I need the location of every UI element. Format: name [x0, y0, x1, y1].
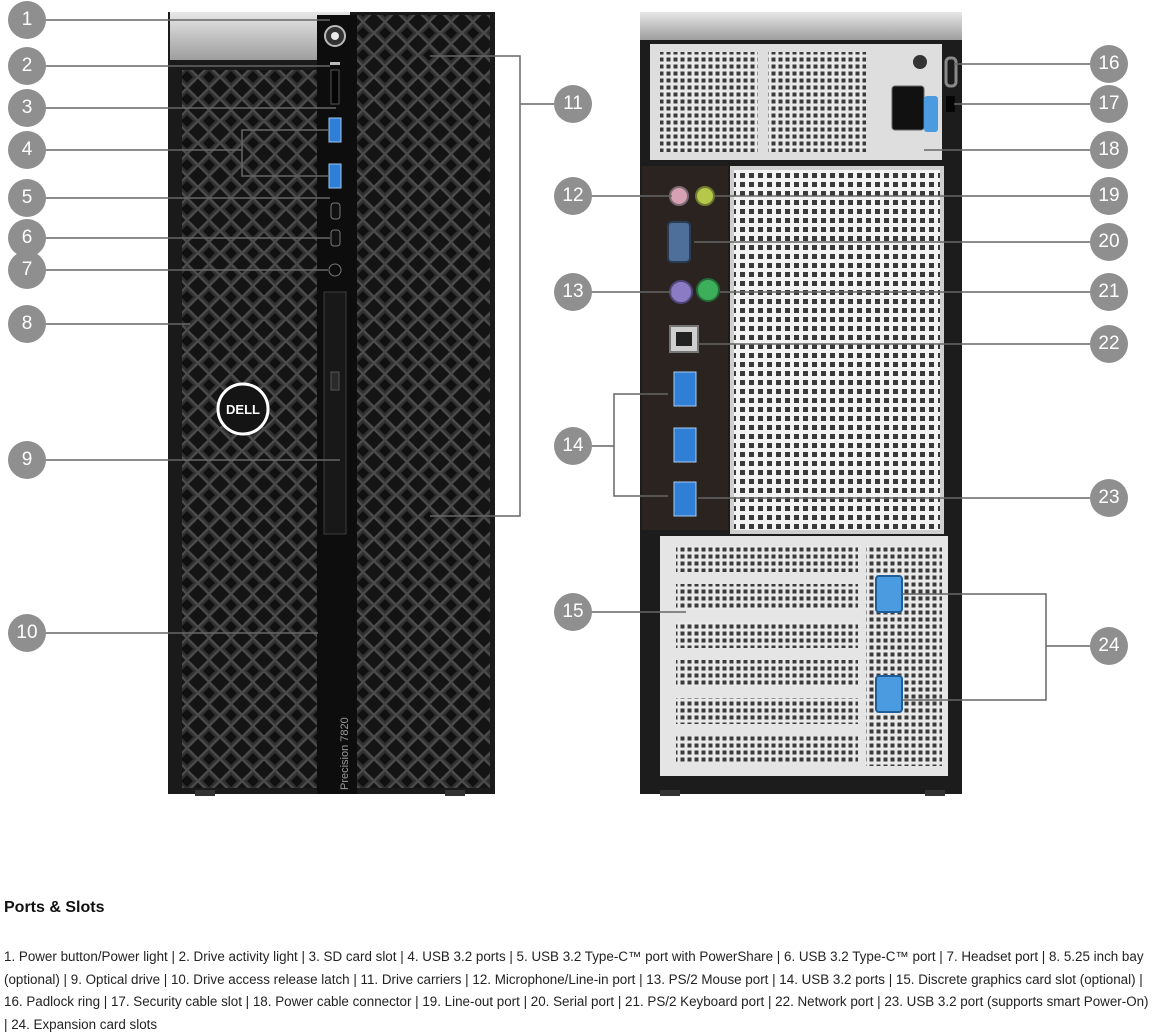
expansion-slot-cover[interactable]	[676, 622, 858, 648]
expansion-latch-top[interactable]	[876, 576, 902, 612]
network-port-socket	[676, 332, 692, 346]
callout-5: 5	[8, 179, 46, 217]
drive-access-latch[interactable]	[317, 620, 357, 642]
back-foot-right	[925, 790, 945, 796]
expansion-slot-cover[interactable]	[676, 584, 858, 610]
expansion-slot-cover[interactable]	[676, 736, 858, 762]
line-out-port[interactable]	[696, 187, 714, 205]
back-top-handle	[640, 12, 962, 40]
front-foot-left	[195, 790, 215, 796]
callout-13: 13	[554, 273, 592, 311]
callout-12: 12	[554, 177, 592, 215]
callout-16: 16	[1090, 45, 1128, 83]
usb-port-front-2[interactable]	[329, 164, 341, 188]
callout-11: 11	[554, 85, 592, 123]
expansion-slot-cover[interactable]	[676, 660, 858, 686]
ports-legend: 1. Power button/Power light | 2. Drive a…	[4, 946, 1154, 1036]
microphone-line-in-port[interactable]	[670, 187, 688, 205]
callout-1: 1	[8, 1, 46, 39]
front-mesh-right	[357, 15, 490, 788]
front-view: DELL Precision 7820	[168, 12, 495, 796]
usb-port-front-1[interactable]	[329, 118, 341, 142]
expansion-slot-cover[interactable]	[676, 698, 858, 724]
usb-c-powershare-port[interactable]	[331, 203, 340, 219]
callout-10: 10	[8, 614, 46, 652]
back-view	[640, 12, 962, 796]
callout-23: 23	[1090, 479, 1128, 517]
optical-drive-eject[interactable]	[331, 372, 339, 390]
callout-18: 18	[1090, 131, 1128, 169]
callout-2: 2	[8, 47, 46, 85]
callout-19: 19	[1090, 177, 1128, 215]
psu-fan-screw	[913, 55, 927, 69]
security-cable-slot[interactable]	[946, 96, 955, 112]
ps2-keyboard-port[interactable]	[697, 279, 719, 301]
front-foot-right	[445, 790, 465, 796]
expansion-latch-bottom[interactable]	[876, 676, 902, 712]
serial-port[interactable]	[668, 222, 690, 262]
usb-port-rear-2[interactable]	[674, 428, 696, 462]
usb-port-rear-1[interactable]	[674, 372, 696, 406]
section-title: Ports & Slots	[4, 899, 104, 917]
callout-3: 3	[8, 89, 46, 127]
back-foot-left	[660, 790, 680, 796]
drive-activity-light	[330, 62, 340, 65]
callout-4: 4	[8, 131, 46, 169]
callout-17: 17	[1090, 85, 1128, 123]
callout-21: 21	[1090, 273, 1128, 311]
callout-24: 24	[1090, 627, 1128, 665]
sd-card-slot[interactable]	[331, 70, 339, 104]
headset-port[interactable]	[329, 264, 341, 276]
psu-latch[interactable]	[924, 96, 938, 132]
usb-port-rear-smart-power-on[interactable]	[674, 482, 696, 516]
dell-logo-text: DELL	[226, 402, 260, 417]
callout-15: 15	[554, 593, 592, 631]
power-cable-connector[interactable]	[892, 86, 924, 130]
optical-drive[interactable]	[324, 292, 346, 534]
usb-c-port[interactable]	[331, 230, 340, 246]
callout-7: 7	[8, 251, 46, 289]
callout-8: 8	[8, 305, 46, 343]
power-light-icon	[331, 32, 339, 40]
callout-20: 20	[1090, 223, 1128, 261]
callout-14: 14	[554, 427, 592, 465]
callout-22: 22	[1090, 325, 1128, 363]
expansion-slot-cover[interactable]	[676, 546, 858, 572]
psu-vent-2	[768, 52, 866, 152]
rear-side-vent	[732, 168, 942, 532]
callout-9: 9	[8, 441, 46, 479]
model-label: Precision 7820	[339, 717, 351, 790]
ps2-mouse-port[interactable]	[670, 281, 692, 303]
psu-vent-1	[660, 52, 758, 152]
